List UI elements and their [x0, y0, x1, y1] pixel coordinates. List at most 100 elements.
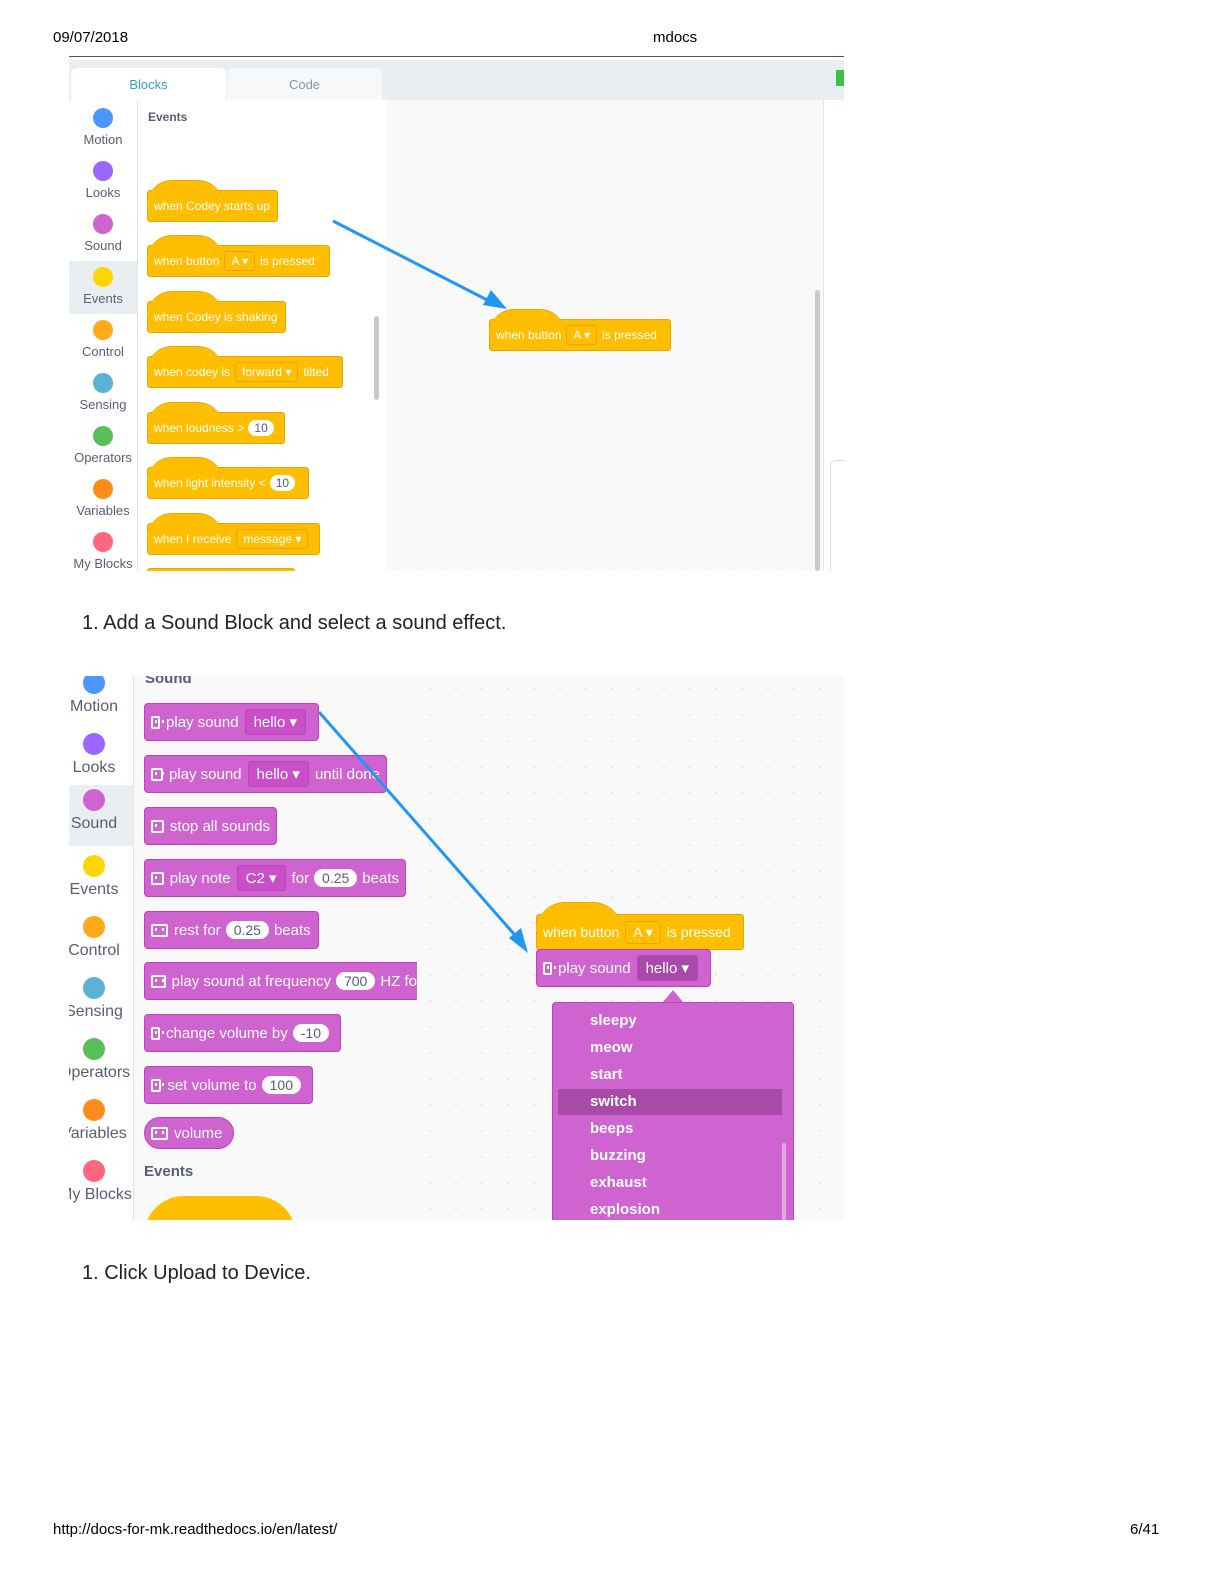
message-dropdown[interactable]: message ▾: [236, 529, 309, 549]
menu-item-start[interactable]: start: [590, 1066, 623, 1083]
block-when-tilted[interactable]: when codey is forward ▾ tilted: [147, 346, 343, 388]
note-dropdown[interactable]: C2 ▾: [236, 865, 286, 891]
menu-item-meow[interactable]: meow: [590, 1039, 633, 1056]
header-rule: [69, 56, 844, 57]
control-dot-icon: [83, 916, 105, 938]
block-play-sound[interactable]: play sound hello ▾: [144, 703, 319, 741]
dropdown-value: C2: [245, 870, 265, 887]
green-flag-icon[interactable]: [836, 70, 844, 86]
block-play-frequency[interactable]: play sound at frequency 700 HZ fo: [144, 962, 424, 1000]
block-volume-reporter[interactable]: volume: [144, 1117, 234, 1149]
category-looks[interactable]: Looks: [69, 155, 137, 208]
category-my-blocks[interactable]: My Blocks: [69, 526, 137, 571]
category-motion[interactable]: Motion: [69, 102, 137, 155]
partial-events-block[interactable]: [144, 1196, 296, 1220]
loudness-input[interactable]: 10: [248, 420, 274, 436]
block-when-loudness[interactable]: when loudness > 10: [147, 402, 285, 444]
set-volume-input[interactable]: 100: [261, 1076, 301, 1094]
block-text: when loudness >: [154, 421, 245, 435]
rest-input[interactable]: 0.25: [225, 921, 269, 939]
block-rest-for[interactable]: rest for 0.25 beats: [144, 911, 319, 949]
category-label: My Blocks: [69, 1186, 132, 1203]
arrow-head: [483, 290, 507, 309]
block-text: change volume by: [166, 1024, 288, 1042]
block-when-button-pressed[interactable]: when button A ▾ is pressed: [147, 235, 330, 277]
sound-dropdown[interactable]: hello ▾: [244, 709, 306, 735]
category-variables[interactable]: Variables: [69, 1095, 133, 1156]
category-label: Sensing: [79, 397, 127, 412]
category-my-blocks[interactable]: My Blocks: [69, 1156, 133, 1217]
button-dropdown[interactable]: A ▾: [625, 920, 661, 944]
print-date: 09/07/2018: [53, 29, 129, 46]
speaker-icon: [151, 1126, 168, 1140]
block-change-volume[interactable]: change volume by -10: [144, 1014, 341, 1052]
block-broadcast[interactable]: broadcast message ▾: [147, 568, 295, 571]
category-control[interactable]: Control: [69, 912, 133, 973]
workspace-block-when-button-pressed[interactable]: when button A ▾ is pressed: [489, 309, 671, 351]
frequency-input[interactable]: 700: [335, 972, 376, 990]
stage-panel-edge: [823, 100, 844, 571]
screenshot-events-palette: Blocks Code Motion Looks Sound Events Co…: [69, 60, 844, 571]
block-set-volume[interactable]: set volume to 100: [144, 1066, 313, 1104]
tilt-dropdown[interactable]: forward ▾: [235, 362, 299, 382]
events-dot-icon: [93, 267, 113, 287]
block-text: play sound: [558, 959, 631, 977]
menu-item-exhaust[interactable]: exhaust: [590, 1174, 647, 1191]
category-sensing[interactable]: Sensing: [69, 367, 137, 420]
category-list: Motion Looks Sound Events Control Sensin…: [69, 100, 137, 571]
sound-dropdown-open[interactable]: hello ▾: [636, 955, 698, 981]
category-label: Looks: [85, 185, 121, 200]
block-play-sound-until-done[interactable]: play sound hello ▾ until done: [144, 755, 387, 793]
speaker-icon: [151, 715, 165, 729]
menu-scrollbar[interactable]: [782, 1143, 786, 1220]
block-text: when button: [543, 924, 620, 940]
tab-blocks[interactable]: Blocks: [71, 68, 226, 100]
tab-code[interactable]: Code: [227, 68, 382, 100]
sensing-dot-icon: [83, 977, 105, 999]
category-events[interactable]: Events: [69, 851, 133, 912]
dropdown-value: A: [231, 254, 239, 268]
variables-dot-icon: [83, 1099, 105, 1121]
block-when-shaking[interactable]: when Codey is shaking: [147, 291, 286, 333]
beats-input[interactable]: 0.25: [314, 869, 358, 887]
block-stop-all-sounds[interactable]: stop all sounds: [144, 807, 277, 845]
menu-item-sleepy[interactable]: sleepy: [590, 1012, 637, 1029]
change-volume-input[interactable]: -10: [292, 1024, 329, 1042]
workspace-block-when-button-pressed[interactable]: when button A ▾ is pressed: [536, 902, 744, 950]
palette-scrollbar[interactable]: [374, 316, 379, 400]
category-sound[interactable]: Sound: [69, 785, 133, 846]
category-variables[interactable]: Variables: [69, 473, 137, 526]
category-operators[interactable]: Operators: [69, 1034, 133, 1095]
menu-pointer: [663, 990, 683, 1002]
workspace-block-play-sound[interactable]: play sound hello ▾: [536, 949, 711, 987]
category-control[interactable]: Control: [69, 314, 137, 367]
block-play-note[interactable]: play note C2 ▾ for 0.25 beats: [144, 859, 406, 897]
category-label: Sensing: [69, 1003, 123, 1020]
caption-step-2: 1. Click Upload to Device.: [82, 1262, 311, 1284]
category-looks[interactable]: Looks: [69, 729, 133, 790]
button-dropdown[interactable]: A ▾: [224, 251, 256, 271]
speaker-icon: [151, 871, 164, 885]
sound-dot-icon: [83, 789, 105, 811]
category-sound[interactable]: Sound: [69, 208, 137, 261]
menu-item-buzzing[interactable]: buzzing: [590, 1147, 646, 1164]
block-text: tilted: [303, 365, 329, 379]
block-when-light-intensity[interactable]: when light intensity < 10: [147, 457, 309, 499]
menu-item-beeps[interactable]: beeps: [590, 1120, 634, 1137]
category-events[interactable]: Events: [69, 261, 137, 314]
workspace-scrollbar[interactable]: [815, 290, 820, 571]
block-when-codey-starts[interactable]: when Codey starts up: [147, 180, 278, 222]
button-dropdown[interactable]: A ▾: [566, 325, 598, 345]
palette-section-title: Events: [148, 110, 188, 124]
category-motion[interactable]: Motion: [69, 676, 133, 729]
block-text: play sound at frequency: [171, 972, 331, 990]
category-operators[interactable]: Operators: [69, 420, 137, 473]
category-sensing[interactable]: Sensing: [69, 973, 133, 1034]
script-workspace[interactable]: when button A ▾ is pressed: [386, 100, 823, 571]
menu-item-switch[interactable]: switch: [558, 1089, 782, 1115]
sound-dropdown[interactable]: hello ▾: [247, 761, 309, 787]
block-when-i-receive[interactable]: when I receive message ▾: [147, 513, 320, 555]
light-input[interactable]: 10: [269, 475, 296, 491]
menu-item-explosion[interactable]: explosion: [590, 1201, 661, 1218]
operators-dot-icon: [83, 1038, 105, 1060]
